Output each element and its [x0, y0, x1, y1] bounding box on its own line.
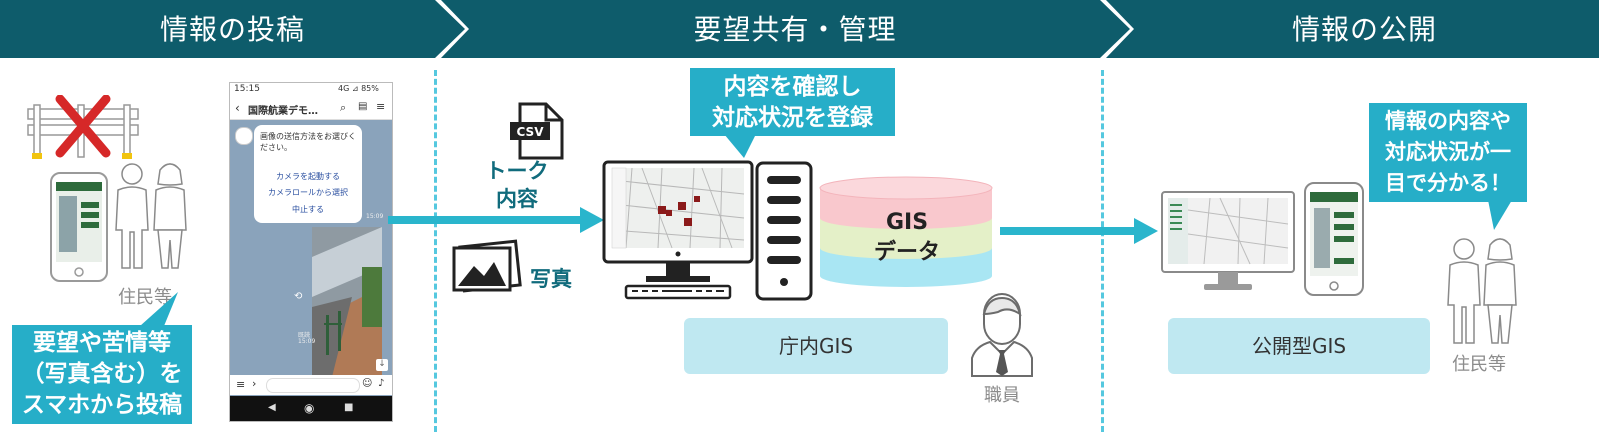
callout-public-line-3: 目で分かる！	[1385, 171, 1511, 195]
divider-2	[1101, 70, 1104, 432]
option-camera[interactable]: カメラを起動する	[276, 172, 340, 181]
menu-icon[interactable]: ≡	[376, 100, 386, 113]
search-icon[interactable]: ⌕	[340, 101, 347, 114]
gis-data-label: GIS データ	[852, 208, 962, 268]
desktop-monitor-icon	[602, 160, 754, 300]
back-icon[interactable]: ‹	[235, 101, 240, 115]
read-mark: 既読	[298, 332, 311, 339]
callout-post-pointer	[140, 292, 178, 326]
arrow-internal-to-public	[1000, 218, 1158, 244]
internal-gis-label: 庁内GIS	[684, 318, 948, 374]
android-nav-bar: ◀ ◉ ■	[230, 396, 392, 421]
gis-data-line-2: データ	[873, 240, 940, 265]
residents-icon-right	[1447, 238, 1517, 344]
read-time: 15:09	[298, 338, 316, 345]
scroll-down-button[interactable]: ↓	[376, 359, 388, 371]
message-time: 15:09	[366, 213, 384, 220]
chat-input-bar: ≡ › ☺ ♪	[230, 375, 392, 395]
callout-confirm-pointer	[724, 134, 756, 158]
smartphone-icon	[50, 172, 108, 282]
talk-content-line-1: トーク	[485, 159, 549, 183]
message-input[interactable]	[266, 378, 360, 393]
divider-1	[434, 70, 437, 432]
stage-3-chevron	[1106, 0, 1599, 58]
stage-title-manage: 要望共有・管理	[693, 13, 897, 46]
callout-confirm-line-1: 内容を確認し	[723, 74, 862, 100]
arrow-post-to-internal	[388, 207, 604, 233]
sent-photo	[312, 227, 382, 377]
list-icon[interactable]: ▤	[358, 101, 368, 112]
mic-icon[interactable]: ♪	[378, 378, 385, 389]
gis-data-line-1: GIS	[885, 210, 929, 235]
phone-status-bar: 15:15 4G ⊿ 85%	[230, 83, 392, 97]
staff-icon	[971, 293, 1033, 377]
header-band	[0, 0, 1599, 58]
callout-public-line-2: 対応状況が一	[1385, 140, 1511, 164]
callout-public-pointer	[1488, 200, 1512, 230]
talk-content-label: トーク 内容	[482, 157, 552, 213]
residents-label-right: 住民等	[1452, 354, 1506, 375]
chat-prompt: 画像の送信方法をお選びください。	[260, 132, 356, 152]
expand-icon[interactable]: ›	[252, 377, 257, 390]
chat-bubble-menu: 画像の送信方法をお選びください。 カメラを起動する カメラロールから選択 中止す…	[254, 125, 362, 223]
stage-title-post: 情報の投稿	[159, 13, 305, 46]
stage-2-chevron	[441, 0, 1130, 58]
nav-back-icon[interactable]: ◀	[268, 402, 276, 413]
chat-header: ‹ 国際航業デモ… ⌕ ▤ ≡	[230, 97, 392, 120]
chat-avatar	[235, 127, 253, 145]
chat-title: 国際航業デモ…	[248, 106, 318, 117]
nav-home-icon[interactable]: ◉	[304, 401, 315, 415]
residents-label-left: 住民等	[118, 287, 172, 308]
talk-content-line-2: 内容	[496, 187, 538, 211]
public-monitor-icon	[1161, 191, 1295, 290]
option-camera-roll[interactable]: カメラロールから選択	[268, 188, 348, 197]
callout-post-line-3: スマホから投稿	[21, 392, 183, 418]
residents-icon-left	[115, 163, 187, 269]
phone-status: 4G ⊿ 85%	[338, 84, 379, 93]
chat-screenshot: 15:15 4G ⊿ 85% ‹ 国際航業デモ… ⌕ ▤ ≡ 画像の送信方法をお…	[229, 82, 393, 422]
emoji-icon[interactable]: ☺	[362, 378, 373, 389]
keyboard-menu-icon[interactable]: ≡	[236, 378, 246, 391]
callout-post-line-2: （写真含む）を	[21, 361, 183, 387]
csv-label: CSV	[517, 125, 545, 139]
photo-icon	[452, 239, 522, 293]
share-icon[interactable]: ⟲	[294, 291, 303, 302]
callout-public-line-1: 情報の内容や	[1385, 109, 1511, 133]
notice-board-crossed-icon	[27, 95, 139, 159]
callout-confirm-register: 内容を確認し 対応状況を登録	[690, 68, 895, 136]
public-gis-label: 公開型GIS	[1168, 318, 1430, 374]
staff-label: 職員	[984, 385, 1020, 406]
stage-title-publish: 情報の公開	[1291, 13, 1437, 46]
stage-1-chevron	[0, 0, 465, 58]
server-tower-icon	[755, 161, 813, 301]
callout-confirm-line-2: 対応状況を登録	[712, 105, 873, 131]
photo-label: 写真	[530, 267, 572, 291]
gis-database-icon	[819, 176, 993, 287]
phone-time: 15:15	[234, 84, 260, 94]
public-smartphone-icon	[1304, 182, 1364, 296]
callout-post-from-smartphone: 要望や苦情等 （写真含む）を スマホから投稿	[12, 325, 192, 424]
nav-recent-icon[interactable]: ■	[344, 402, 354, 413]
csv-file-icon: CSV	[510, 102, 564, 160]
callout-post-line-1: 要望や苦情等	[33, 330, 171, 356]
option-cancel[interactable]: 中止する	[292, 205, 324, 214]
callout-public-at-a-glance: 情報の内容や 対応状況が一 目で分かる！	[1369, 103, 1527, 202]
